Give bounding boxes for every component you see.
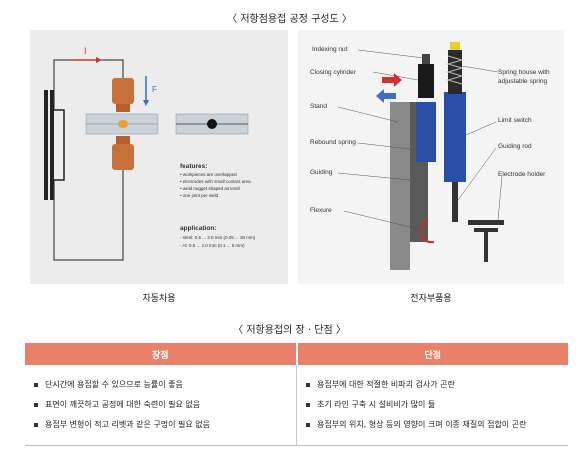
application-item: - Al: 0.5 ... 2.0 mm (0.1 ... 5 mm): [180, 243, 245, 248]
pros-cons-table: 장점 단점 단시간에 용접할 수 있으므로 능률이 좋음 표면이 깨끗하고 공정…: [25, 343, 568, 446]
list-item: 단시간에 용접할 수 있으므로 능률이 좋음: [33, 378, 288, 392]
table-header-row: 장점 단점: [25, 343, 568, 365]
feature-item: • one joint per weld: [180, 193, 219, 198]
electrode-holder-post: [484, 232, 488, 262]
guiding-block: [416, 102, 436, 162]
lower-electrode-tip: [116, 136, 130, 144]
label-stand: Stand: [310, 103, 327, 110]
cons-header: 단점: [295, 343, 568, 365]
closing-cylinder: [418, 64, 434, 98]
welding-head-schematic: Indexing nut Closing cylinder Stand Rebo…: [310, 42, 550, 270]
current-label: I: [84, 46, 87, 56]
list-item: 초기 라인 구축 시 설비비가 많이 듦: [305, 398, 560, 412]
guiding-rod: [452, 182, 458, 222]
spot-welding-diagram-automotive: I F features: • workpieces are overlappe…: [30, 30, 288, 284]
label-guiding: Guiding: [310, 169, 333, 176]
adjustable-spring-cap: [450, 42, 460, 50]
force-arrow-head: [143, 100, 149, 106]
label-rebound-spring: Rebound spring: [310, 139, 356, 146]
cons-cell: 용접부에 대한 적절한 비파괴 검사가 곤란 초기 라인 구축 시 설비비가 많…: [296, 365, 568, 446]
stand-column: [390, 102, 410, 270]
pros-header: 장점: [25, 343, 297, 365]
circuit-wire-bottom: [53, 170, 124, 261]
limit-switch-housing: [444, 92, 466, 182]
application-title: application:: [180, 225, 216, 232]
feature-item: • weld nugget shaped as lentil: [180, 186, 240, 191]
list-item: 용접부 변형이 적고 리벳과 같은 구멍이 필요 없음: [33, 418, 288, 432]
opening-arrow-blue: [376, 89, 396, 103]
label-electrode-holder: Electrode holder: [498, 171, 546, 178]
electrode-holder-lower: [474, 228, 498, 232]
current-arrow-head: [96, 57, 102, 63]
features-title: features:: [180, 163, 207, 170]
force-label: F: [152, 85, 157, 94]
spot-welding-schematic: I F features: • workpieces are overlappe…: [44, 46, 256, 261]
spot-welding-diagram-electronics: Indexing nut Closing cylinder Stand Rebo…: [298, 30, 564, 284]
caption-electronics: 전자부품용: [410, 294, 452, 304]
feature-item: • electrodes with small contact area: [180, 179, 251, 184]
transformer-core-left: [44, 90, 48, 200]
diagram-section-title: 〈 저항점용접 공정 구성도 〉: [227, 14, 352, 25]
label-spring-house-1: Spring house with: [498, 69, 550, 76]
feature-item: • workpieces are overlapped: [180, 172, 237, 177]
label-guiding-rod: Guiding rod: [498, 143, 532, 150]
list-item: 용접부에 대한 적절한 비파괴 검사가 곤란: [305, 378, 560, 392]
weld-nugget: [118, 120, 128, 128]
list-item: 용접부의 위치, 형상 등의 영향이 크며 이종 재질의 접합이 곤란: [305, 418, 560, 432]
weld-spot: [207, 119, 217, 129]
table-row: 단시간에 용접할 수 있으므로 능률이 좋음 표면이 깨끗하고 공정에 대한 숙…: [25, 365, 568, 446]
label-indexing-nut: Indexing nut: [312, 46, 348, 53]
label-flexure: Flexure: [310, 207, 332, 214]
leader-lines: [337, 49, 503, 231]
upper-electrode-tip: [116, 104, 130, 112]
label-spring-house-2: adjustable spring: [498, 78, 548, 85]
application-item: - steel: 0.5 ... 3.0 mm (0.05 ... 30 mm): [180, 235, 256, 240]
flexure: [419, 219, 435, 244]
lower-electrode: [112, 144, 134, 170]
list-item: 표면이 깨끗하고 공정에 대한 숙련이 필요 없음: [33, 398, 288, 412]
label-limit-switch: Limit switch: [498, 117, 532, 124]
transformer-core-right: [50, 90, 54, 200]
cons-list: 용접부에 대한 적절한 비파괴 검사가 곤란 초기 라인 구축 시 설비비가 많…: [305, 378, 560, 432]
caption-automotive: 자동차용: [142, 294, 176, 304]
electrode-holder-plate: [468, 220, 504, 225]
indexing-nut: [422, 54, 430, 64]
closing-arrow-red: [382, 73, 402, 87]
transformer-coil: [54, 109, 65, 181]
label-closing-cylinder: Closing cylinder: [310, 69, 357, 76]
pros-list: 단시간에 용접할 수 있으므로 능률이 좋음 표면이 깨끗하고 공정에 대한 숙…: [33, 378, 288, 432]
spring-coil: [446, 55, 464, 85]
upper-electrode: [112, 78, 134, 104]
table-section-title: 〈 저항용접의 장 · 단점 〉: [233, 325, 346, 336]
pros-cell: 단시간에 용접할 수 있으므로 능률이 좋음 표면이 깨끗하고 공정에 대한 숙…: [25, 365, 297, 446]
